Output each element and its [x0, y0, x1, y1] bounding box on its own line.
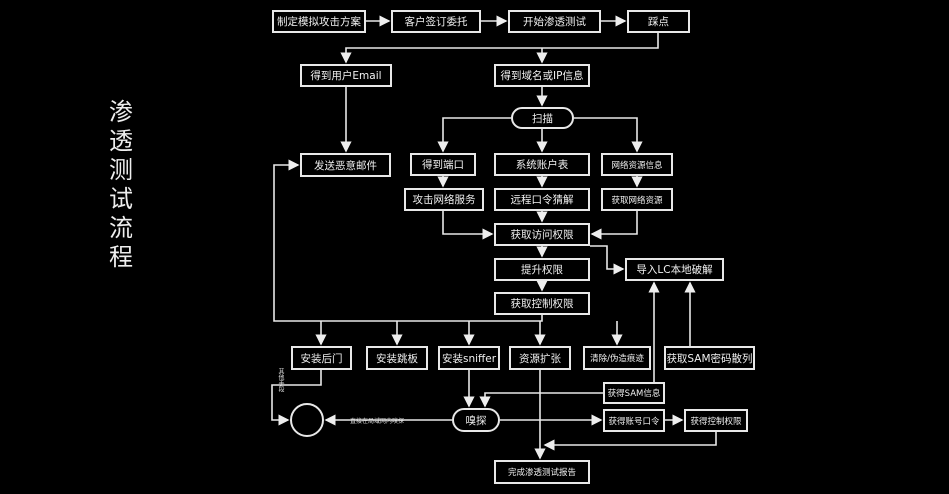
node-start: 开始渗透测试 — [508, 10, 601, 33]
node-account-pw: 获得账号口令 — [603, 409, 665, 432]
node-footprint: 踩点 — [627, 10, 690, 33]
node-guess-pw: 远程口令猜解 — [494, 188, 590, 211]
target-circle — [290, 403, 324, 437]
node-expand: 资源扩张 — [509, 346, 571, 370]
node-report: 完成渗透测试报告 — [494, 460, 590, 484]
node-scan: 扫描 — [511, 107, 574, 129]
node-access: 获取访问权限 — [494, 223, 590, 246]
node-plan: 制定模拟攻击方案 — [272, 10, 366, 33]
node-sam-hash: 获取SAM密码散列 — [664, 346, 755, 370]
node-accounts: 系统账户表 — [494, 153, 590, 176]
node-sniff: 嗅探 — [452, 408, 500, 432]
label-other-means: 其他手段 — [277, 368, 284, 392]
label-lan-sniff: 直接在局域网内嗅探 — [350, 418, 405, 425]
node-attack-service: 攻击网络服务 — [404, 188, 484, 211]
node-sniffer: 安装sniffer — [438, 346, 500, 370]
node-domain-ip: 得到域名或IP信息 — [494, 64, 590, 87]
node-control: 获取控制权限 — [494, 292, 590, 315]
node-contract: 客户签订委托 — [391, 10, 481, 33]
node-control2: 获得控制权限 — [684, 409, 748, 432]
node-net-info: 网络资源信息 — [601, 153, 673, 176]
node-clean: 清除/伪造痕迹 — [583, 346, 651, 370]
node-get-net-res: 获取网络资源 — [601, 188, 673, 211]
node-lc-crack: 导入LC本地破解 — [625, 258, 724, 281]
node-email: 得到用户Email — [300, 64, 392, 87]
node-escalate: 提升权限 — [494, 258, 590, 281]
node-sam-info: 获得SAM信息 — [603, 382, 665, 404]
node-pivot: 安装跳板 — [366, 346, 428, 370]
node-backdoor: 安装后门 — [291, 346, 352, 370]
node-phish: 发送恶意邮件 — [300, 153, 391, 177]
node-ports: 得到端口 — [410, 153, 476, 176]
page-title: 渗透测试流程 — [109, 98, 133, 271]
